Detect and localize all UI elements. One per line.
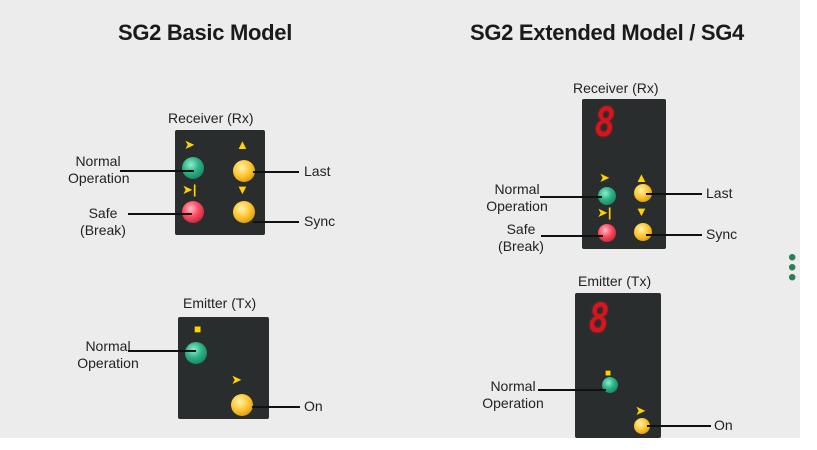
leader-line	[647, 425, 711, 427]
arrow-right-bar-icon: ➤|	[597, 205, 612, 220]
leader-line	[646, 193, 702, 195]
seven-segment-display: 8	[588, 296, 610, 342]
basic-emitter-panel: ■ ➤	[178, 317, 269, 419]
last-led	[634, 184, 652, 202]
safe-break-led	[598, 224, 616, 242]
last-led	[233, 160, 255, 182]
triangle-down-icon: ▼	[635, 204, 648, 219]
arrow-right-icon: ➤	[184, 137, 195, 152]
extended-emitter-heading: Emitter (Tx)	[578, 273, 652, 289]
extended-emitter-panel: 8 ■ ➤	[575, 293, 661, 438]
arrow-right-bar-icon: ➤|	[182, 182, 197, 197]
extended-model-title: SG2 Extended Model / SG4	[470, 20, 744, 45]
sync-led	[634, 223, 652, 241]
basic-rx-sync-label: Sync	[304, 213, 336, 229]
normal-operation-led	[182, 157, 204, 179]
basic-tx-on-label: On	[304, 398, 323, 414]
on-led	[231, 394, 253, 416]
ext-rx-safe-label: Safe (Break)	[498, 221, 544, 254]
normal-operation-led	[185, 342, 207, 364]
leader-line	[128, 350, 196, 352]
basic-tx-normal-label: Normal Operation	[77, 338, 139, 371]
basic-rx-normal-label: Normal Operation	[68, 153, 130, 186]
leader-line	[540, 196, 602, 198]
extended-receiver-heading: Receiver (Rx)	[573, 80, 659, 96]
ext-rx-last-label: Last	[706, 185, 733, 201]
leader-line	[252, 406, 300, 408]
ext-rx-normal-label: Normal Operation	[486, 181, 548, 214]
basic-rx-last-label: Last	[304, 163, 331, 179]
page-bottom-border	[0, 438, 817, 450]
leader-line	[646, 234, 702, 236]
basic-model-title: SG2 Basic Model	[118, 20, 293, 45]
leader-line	[253, 221, 299, 223]
page-right-border	[800, 0, 817, 438]
seven-segment-display: 8	[594, 100, 616, 146]
safe-break-led	[182, 201, 204, 223]
on-led	[634, 418, 650, 434]
extended-receiver-panel: 8 ➤ ▲ ➤| ▼	[582, 99, 666, 249]
arrow-right-icon: ➤	[635, 403, 646, 418]
sync-led	[233, 201, 255, 223]
more-indicator: • • •	[788, 244, 800, 291]
basic-receiver-heading: Receiver (Rx)	[168, 110, 254, 126]
leader-line	[120, 170, 194, 172]
leader-line	[538, 389, 606, 391]
triangle-down-icon: ▼	[236, 182, 249, 197]
normal-operation-led	[598, 187, 616, 205]
arrow-right-icon: ➤	[231, 372, 242, 387]
normal-operation-led	[602, 377, 618, 393]
basic-receiver-panel: ➤ ▲ ➤| ▼	[175, 130, 265, 235]
ext-tx-normal-label: Normal Operation	[482, 378, 544, 411]
leader-line	[253, 171, 299, 173]
square-icon: ■	[605, 368, 612, 379]
basic-rx-safe-label: Safe (Break)	[80, 205, 126, 238]
triangle-up-icon: ▲	[236, 137, 249, 152]
ext-tx-on-label: On	[714, 417, 733, 433]
ext-rx-sync-label: Sync	[706, 226, 738, 242]
square-icon: ■	[194, 322, 202, 336]
arrow-right-icon: ➤	[599, 170, 610, 185]
leader-line	[128, 213, 192, 215]
leader-line	[541, 235, 603, 237]
basic-emitter-heading: Emitter (Tx)	[183, 295, 257, 311]
triangle-up-icon: ▲	[635, 170, 648, 185]
